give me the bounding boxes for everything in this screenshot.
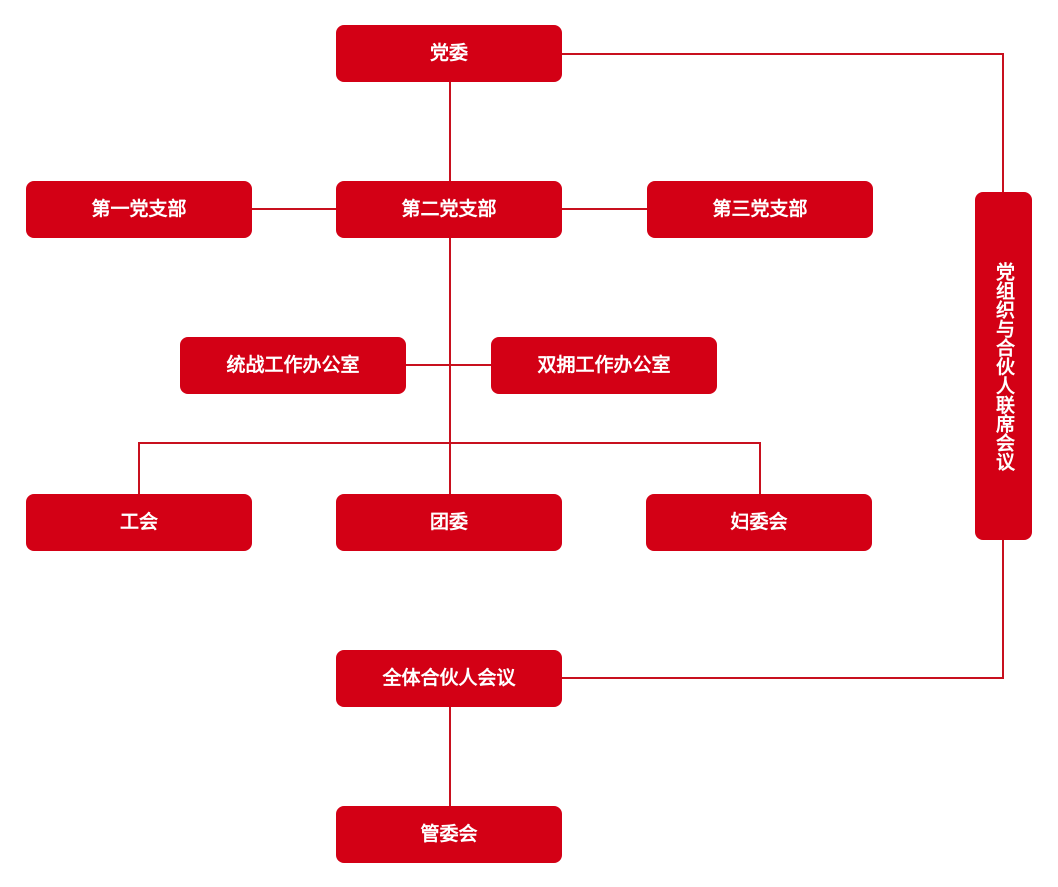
node-party-committee: 党委 bbox=[336, 25, 562, 82]
node-partners-meeting: 全体合伙人会议 bbox=[336, 650, 562, 707]
node-womens-federation: 妇委会 bbox=[646, 494, 872, 551]
node-branch-1: 第一党支部 bbox=[26, 181, 252, 238]
node-double-support-office: 双拥工作办公室 bbox=[491, 337, 717, 394]
node-united-front-office: 统战工作办公室 bbox=[180, 337, 406, 394]
node-youth-league: 团委 bbox=[336, 494, 562, 551]
node-management-committee: 管委会 bbox=[336, 806, 562, 863]
node-branch-3: 第三党支部 bbox=[647, 181, 873, 238]
node-joint-meeting: 党组织与合伙人联席会议 bbox=[975, 192, 1032, 540]
node-trade-union: 工会 bbox=[26, 494, 252, 551]
node-branch-2: 第二党支部 bbox=[336, 181, 562, 238]
